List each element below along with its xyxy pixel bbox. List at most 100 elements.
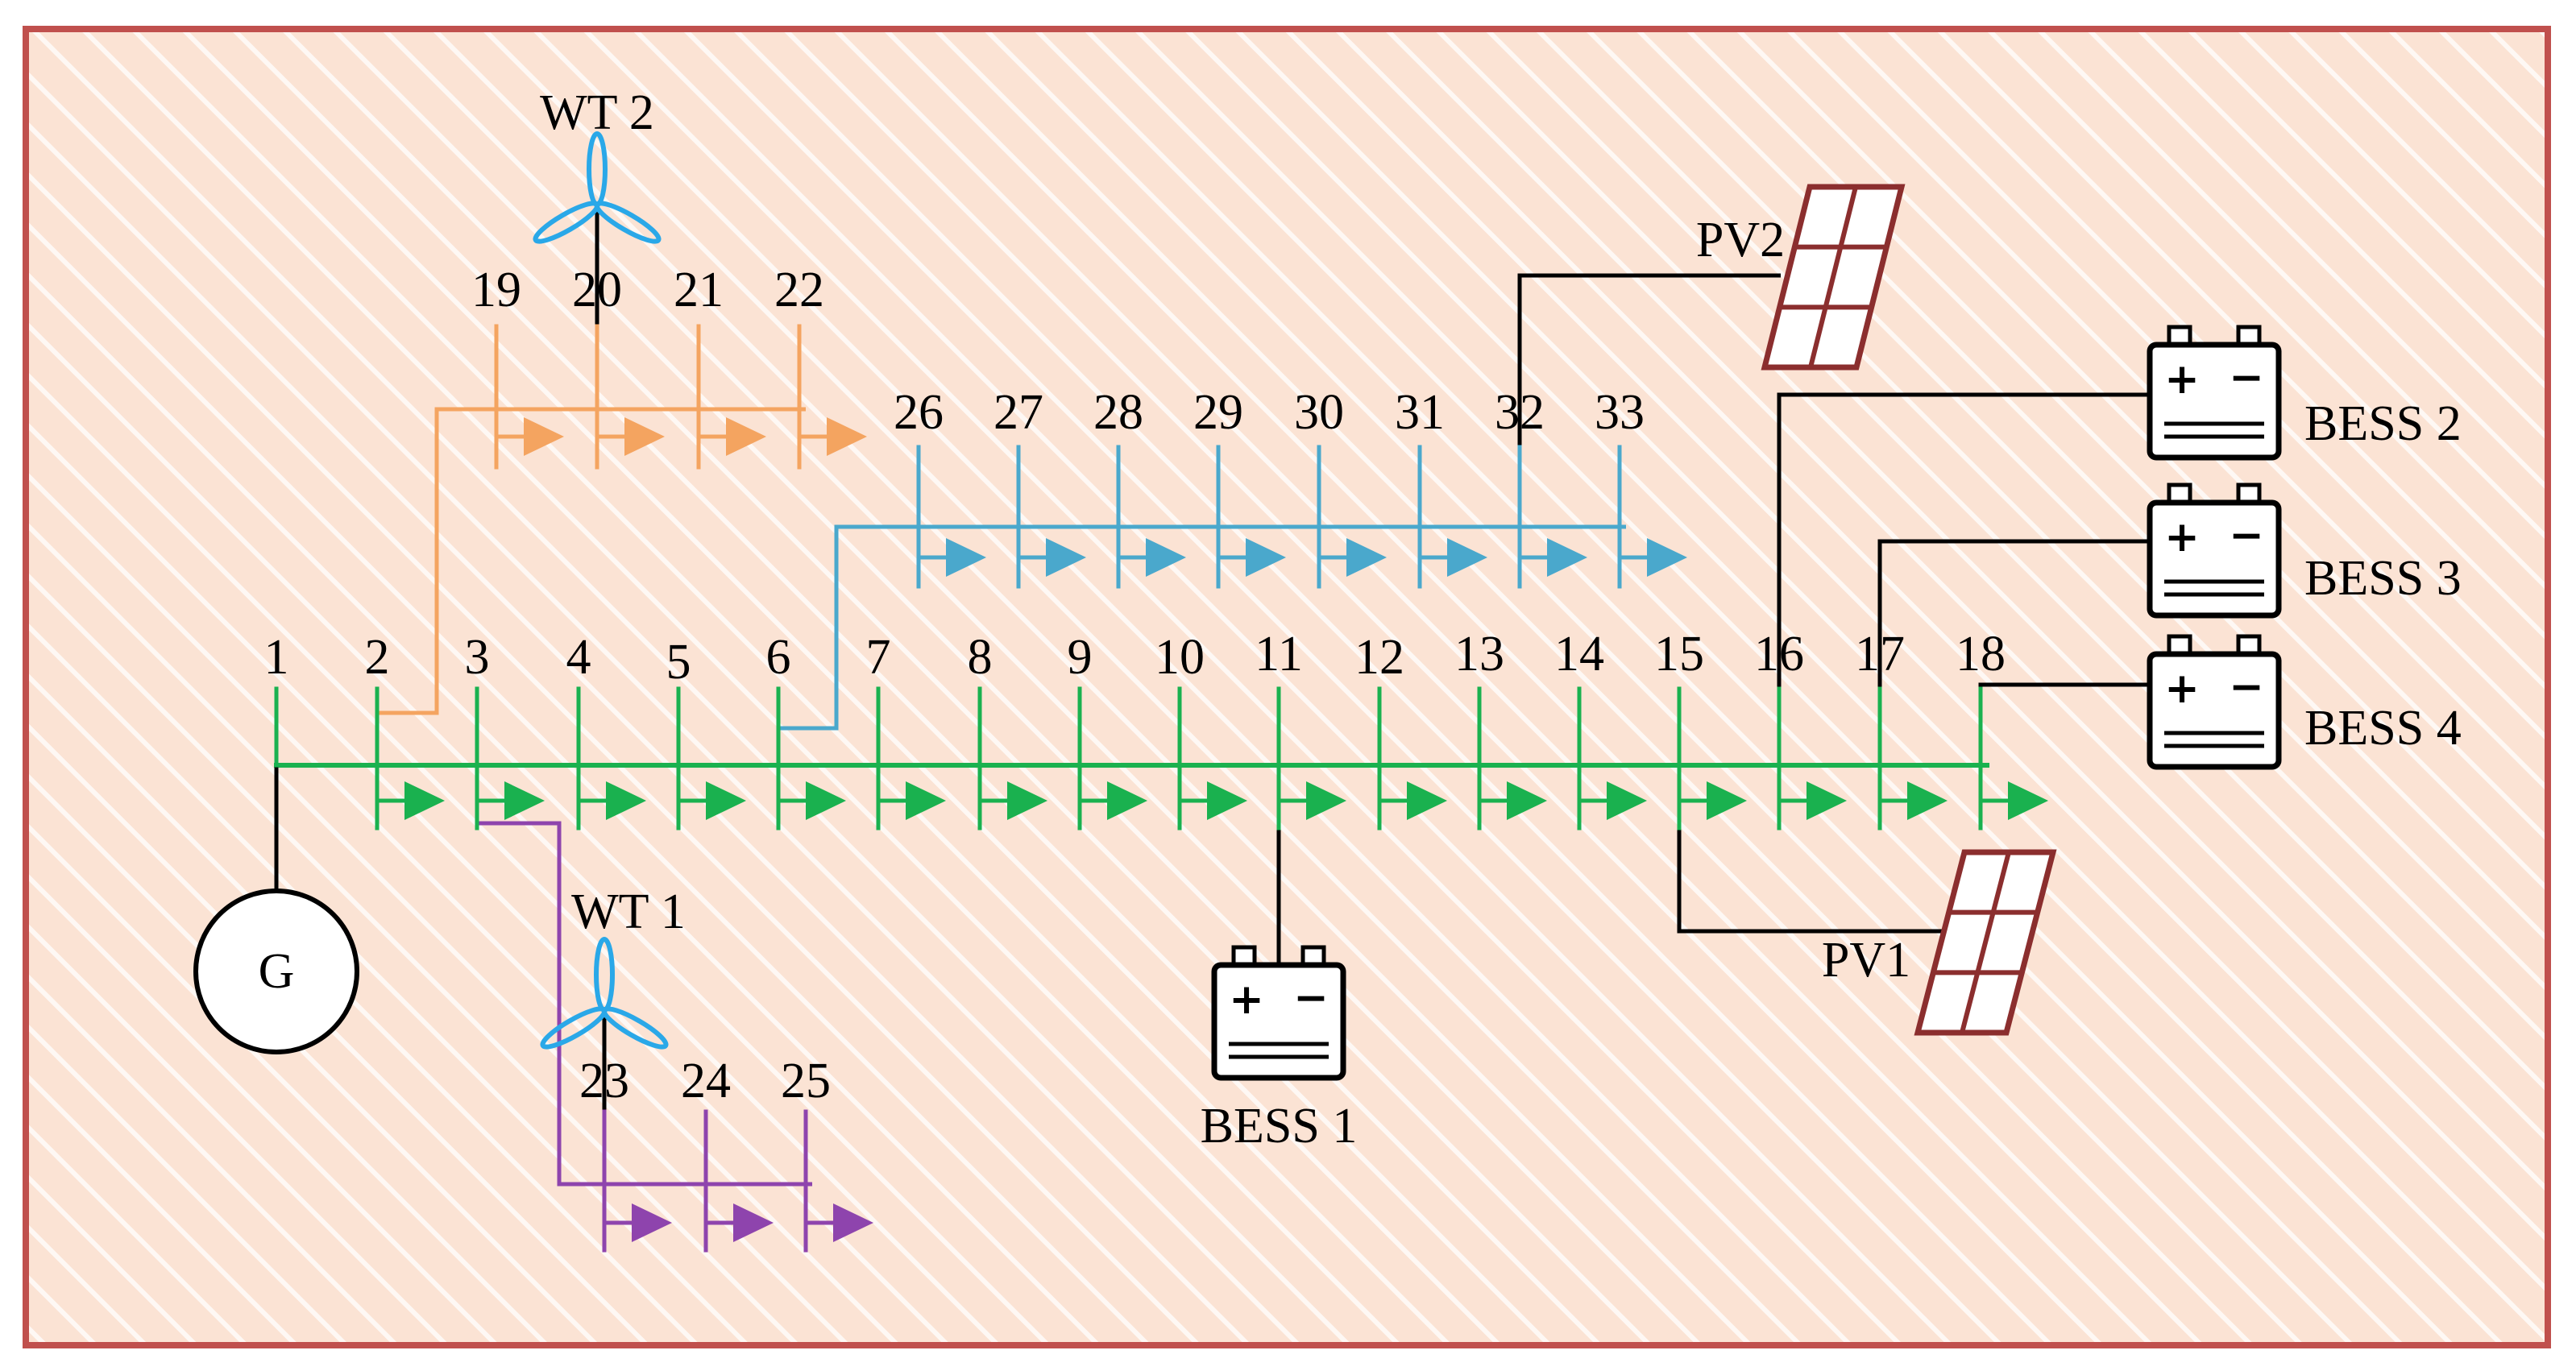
- bus-label-32: 32: [1495, 385, 1545, 440]
- bus-label-21: 21: [674, 263, 724, 317]
- lateral-3-line: [477, 821, 812, 1187]
- bus-label-4: 4: [566, 630, 591, 685]
- bus-label-3: 3: [465, 630, 490, 685]
- bus-label-8: 8: [968, 630, 993, 685]
- bus-label-1: 1: [264, 630, 289, 685]
- svg-text:−: −: [2229, 354, 2264, 402]
- bus-label-2: 2: [365, 630, 390, 685]
- generator-label: G: [259, 944, 295, 999]
- load-arrow-bus-24: [706, 1203, 774, 1242]
- bus-label-10: 10: [1155, 630, 1205, 685]
- load-arrow-bus-28: [1118, 538, 1186, 577]
- load-arrow-bus-17: [1880, 781, 1948, 820]
- lateral-6-line: [778, 524, 1626, 731]
- svg-text:−: −: [2229, 663, 2264, 711]
- devices: +−+−+−+−: [193, 131, 2282, 1081]
- bess2-connection-line: [1777, 392, 2150, 765]
- load-arrow-bus-19: [496, 417, 564, 456]
- bus-label-16: 16: [1754, 627, 1804, 681]
- bus-label-28: 28: [1093, 385, 1143, 440]
- load-arrow-bus-2: [377, 781, 445, 820]
- bus-label-13: 13: [1454, 627, 1504, 681]
- bus-label-12: 12: [1354, 630, 1404, 685]
- bus-label-7: 7: [866, 630, 891, 685]
- load-arrow-bus-5: [678, 781, 746, 820]
- pv2-solar-panel-icon: [1761, 184, 1906, 371]
- bus-label-6: 6: [766, 630, 791, 685]
- bus-label-29: 29: [1193, 385, 1243, 440]
- bess2-battery-icon: +−: [2147, 325, 2282, 461]
- diagram-frame: [23, 26, 2551, 1348]
- pv1-connection-line: [1677, 823, 1942, 934]
- load-arrow-bus-22: [799, 417, 867, 456]
- load-arrow-bus-10: [1180, 781, 1247, 820]
- load-arrow-bus-8: [980, 781, 1047, 820]
- pv1-label: PV1: [1822, 933, 1910, 988]
- load-arrow-bus-31: [1420, 538, 1487, 577]
- bus-label-22: 22: [774, 263, 824, 317]
- load-arrow-bus-27: [1018, 538, 1086, 577]
- bus-label-20: 20: [572, 263, 622, 317]
- bus-label-30: 30: [1294, 385, 1344, 440]
- bus-label-14: 14: [1554, 627, 1604, 681]
- load-arrow-bus-30: [1319, 538, 1387, 577]
- svg-text:+: +: [2164, 513, 2200, 561]
- bus-label-27: 27: [993, 385, 1043, 440]
- load-arrow-bus-23: [604, 1203, 672, 1242]
- svg-text:−: −: [1293, 974, 1329, 1022]
- bess4-label: BESS 4: [2304, 701, 2462, 756]
- bus-label-23: 23: [579, 1054, 629, 1108]
- load-arrow-bus-7: [878, 781, 946, 820]
- bus-label-24: 24: [681, 1054, 731, 1108]
- generator-icon: [193, 888, 359, 1054]
- bus-ticks: [274, 324, 1983, 1253]
- bus-label-33: 33: [1595, 385, 1645, 440]
- wt1-wind-turbine-icon: [540, 937, 669, 1050]
- svg-text:+: +: [1229, 975, 1264, 1024]
- lateral-2-line: [379, 407, 806, 715]
- bess1-label: BESS 1: [1201, 1099, 1358, 1154]
- bus-label-17: 17: [1855, 627, 1905, 681]
- load-arrow-bus-13: [1479, 781, 1547, 820]
- bus-label-31: 31: [1395, 385, 1445, 440]
- load-arrows: [377, 417, 2048, 1242]
- load-arrow-bus-15: [1679, 781, 1747, 820]
- bus-label-18: 18: [1956, 627, 2006, 681]
- load-arrow-bus-25: [806, 1203, 873, 1242]
- load-arrow-bus-20: [597, 417, 665, 456]
- wt2-wind-turbine-icon: [533, 131, 662, 244]
- wt2-label: WT 2: [540, 85, 654, 140]
- load-arrow-bus-11: [1279, 781, 1346, 820]
- bus-label-19: 19: [471, 263, 521, 317]
- bus-label-5: 5: [666, 635, 691, 690]
- pv2-connection-line: [1517, 273, 1781, 447]
- pv1-solar-panel-icon: [1914, 849, 2057, 1036]
- bus-label-15: 15: [1654, 627, 1704, 681]
- load-arrow-bus-12: [1379, 781, 1447, 820]
- bess3-label: BESS 3: [2304, 551, 2462, 606]
- load-arrow-bus-9: [1080, 781, 1147, 820]
- bess4-battery-icon: +−: [2147, 634, 2282, 770]
- load-arrow-bus-14: [1579, 781, 1647, 820]
- load-arrow-bus-26: [919, 538, 986, 577]
- bus-label-26: 26: [894, 385, 944, 440]
- bus-label-25: 25: [781, 1054, 831, 1108]
- load-arrow-bus-33: [1620, 538, 1687, 577]
- load-arrow-bus-6: [778, 781, 846, 820]
- bess3-battery-icon: +−: [2147, 483, 2282, 619]
- svg-text:+: +: [2164, 665, 2200, 713]
- bess2-label: BESS 2: [2304, 396, 2462, 451]
- svg-text:+: +: [2164, 355, 2200, 404]
- load-arrow-bus-16: [1779, 781, 1847, 820]
- bus-label-11: 11: [1255, 627, 1303, 681]
- bess1-battery-icon: +−: [1211, 945, 1346, 1081]
- bus-label-9: 9: [1068, 630, 1093, 685]
- load-arrow-bus-32: [1520, 538, 1587, 577]
- wt1-label: WT 1: [571, 884, 686, 939]
- load-arrow-bus-3: [477, 781, 545, 820]
- load-arrow-bus-4: [579, 781, 646, 820]
- load-arrow-bus-29: [1218, 538, 1286, 577]
- load-arrow-bus-18: [1981, 781, 2048, 820]
